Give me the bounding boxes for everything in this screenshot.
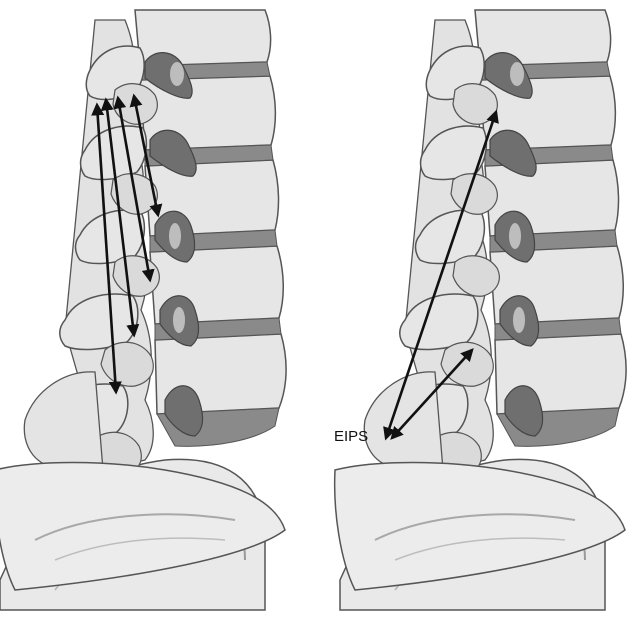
right-spine-panel: EIPS bbox=[333, 9, 628, 611]
right-panel-arrows bbox=[383, 109, 499, 441]
arrow-eips-lower bbox=[390, 348, 474, 440]
arrow-4 bbox=[129, 93, 163, 218]
left-spine-panel bbox=[0, 9, 288, 611]
left-panel-arrows bbox=[91, 93, 163, 395]
eips-label: EIPS bbox=[334, 428, 368, 445]
